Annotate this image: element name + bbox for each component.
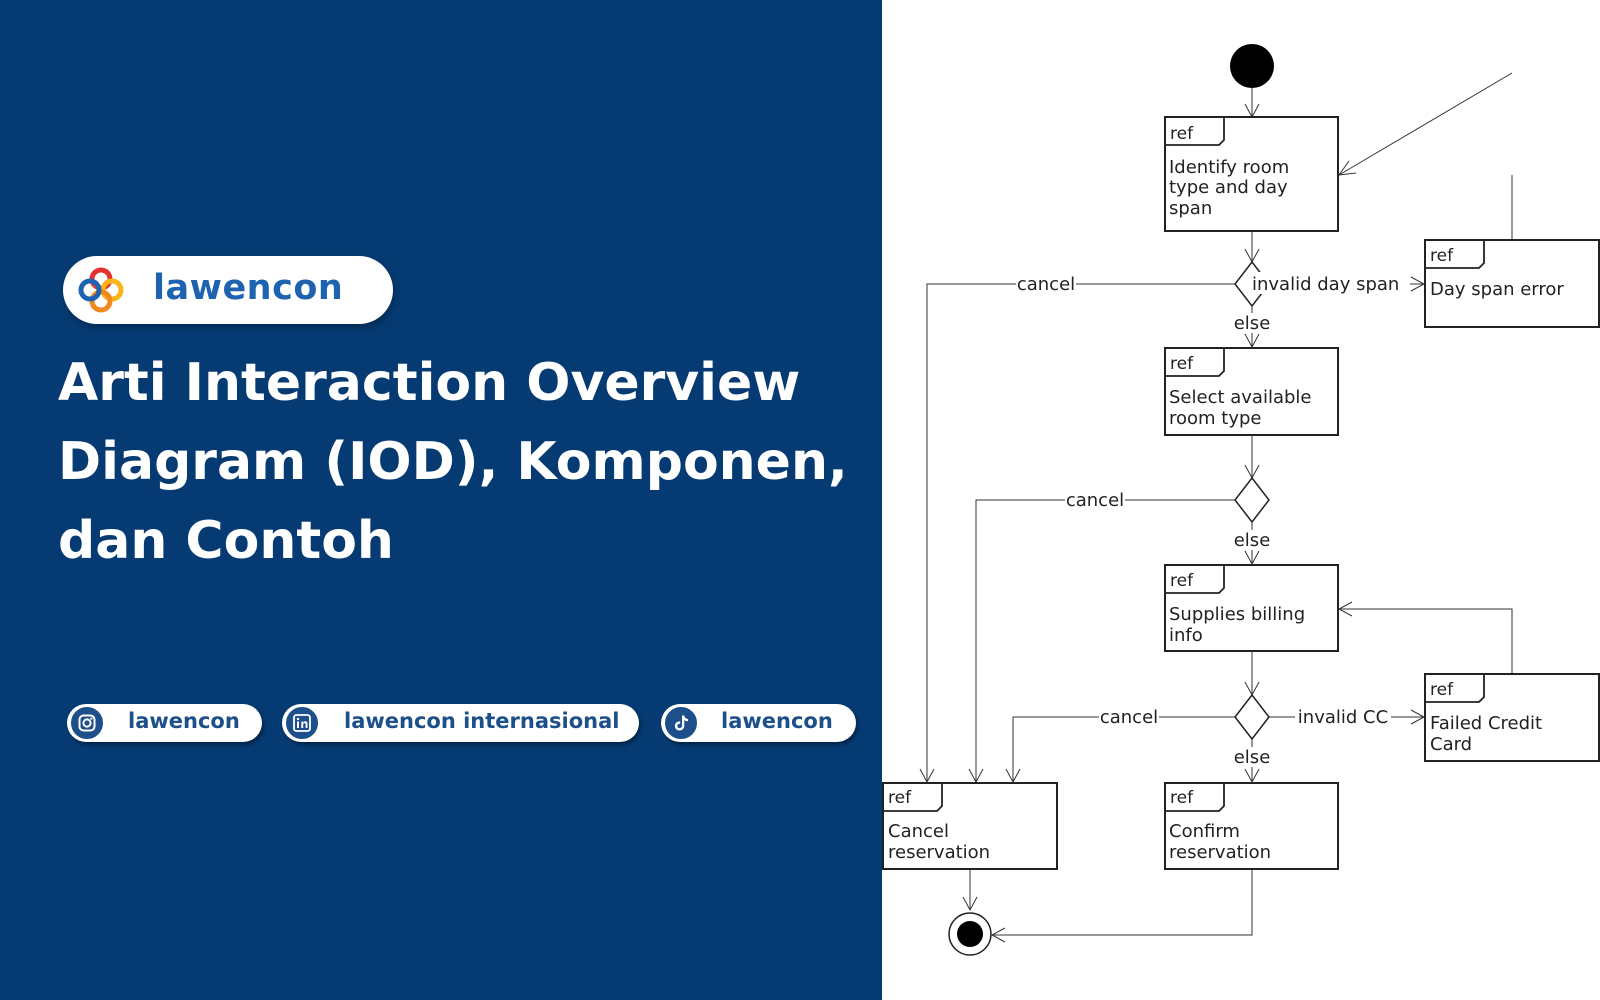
svg-text:ref: ref: [1430, 246, 1454, 266]
title-line: dan Contoh: [58, 511, 394, 571]
svg-text:ref: ref: [1170, 788, 1194, 808]
svg-text:Cancel: Cancel: [888, 821, 949, 842]
guard-label-cancel: cancel: [1100, 707, 1158, 728]
linkedin-link[interactable]: lawencon internasional: [282, 704, 639, 742]
svg-text:reservation: reservation: [888, 842, 990, 863]
guard-label-else: else: [1234, 313, 1271, 334]
title-line: Arti Interaction Overview: [58, 353, 801, 413]
ref-frame-identify-room: ref Identify room type and day span: [1164, 116, 1339, 232]
final-node: [948, 912, 992, 956]
svg-text:info: info: [1169, 625, 1203, 646]
svg-text:ref: ref: [1430, 680, 1454, 700]
page-title: Arti Interaction Overview Diagram (IOD),…: [58, 344, 868, 581]
guard-label-else: else: [1234, 747, 1271, 768]
ref-frame-supplies-billing: ref Supplies billing info: [1164, 564, 1339, 652]
svg-text:ref: ref: [1170, 571, 1194, 591]
tiktok-icon: [663, 705, 699, 741]
svg-text:Confirm: Confirm: [1169, 821, 1240, 842]
svg-text:Supplies billing: Supplies billing: [1169, 604, 1305, 625]
instagram-link[interactable]: lawencon: [67, 704, 262, 742]
ref-frame-cancel-reservation: ref Cancel reservation: [882, 782, 1058, 870]
linkedin-label: lawencon internasional: [344, 709, 620, 733]
decision-node: [1234, 476, 1270, 524]
svg-text:Card: Card: [1430, 734, 1472, 755]
guard-labels: cancel invalid day span else cancel else…: [1016, 272, 1410, 768]
svg-text:type and day: type and day: [1169, 177, 1288, 198]
lawencon-logo-icon: [78, 267, 124, 313]
ref-frame-confirm-reservation: ref Confirm reservation: [1164, 782, 1339, 870]
guard-label-invalid-cc: invalid CC: [1298, 707, 1388, 728]
guard-label-cancel: cancel: [1066, 490, 1124, 511]
svg-text:ref: ref: [1170, 124, 1194, 144]
logo-wordmark: lawencon: [153, 268, 344, 308]
decision-node: [1234, 693, 1270, 741]
ref-frame-select-room-type: ref Select available room type: [1164, 347, 1339, 436]
guard-label-invalid-day-span: invalid day span: [1252, 274, 1399, 295]
svg-text:Identify room: Identify room: [1169, 157, 1289, 178]
svg-text:reservation: reservation: [1169, 842, 1271, 863]
svg-text:Day span error: Day span error: [1430, 279, 1564, 300]
ref-frame-day-span-error: ref Day span error: [1424, 239, 1600, 328]
right-panel: ref Identify room type and day span ref …: [882, 0, 1600, 1000]
guard-label-else: else: [1234, 530, 1271, 551]
tiktok-link[interactable]: lawencon: [661, 704, 856, 742]
title-line: Diagram (IOD), Komponen,: [58, 432, 848, 492]
interaction-overview-diagram: ref Identify room type and day span ref …: [882, 44, 1600, 956]
instagram-icon: [69, 705, 105, 741]
svg-text:Select available: Select available: [1169, 387, 1312, 408]
tiktok-label: lawencon: [721, 709, 833, 733]
diagram-edges: [926, 72, 1513, 936]
left-panel: lawencon Arti Interaction Overview Diagr…: [0, 0, 882, 1000]
ref-frame-failed-credit-card: ref Failed Credit Card: [1424, 673, 1600, 762]
svg-text:room type: room type: [1169, 408, 1262, 429]
svg-text:Failed Credit: Failed Credit: [1430, 713, 1542, 734]
linkedin-icon: [284, 705, 320, 741]
guard-label-cancel: cancel: [1017, 274, 1075, 295]
svg-text:span: span: [1169, 198, 1212, 219]
logo-badge[interactable]: lawencon: [63, 256, 393, 324]
initial-node: [1230, 44, 1274, 88]
svg-text:ref: ref: [888, 788, 912, 808]
svg-text:ref: ref: [1170, 354, 1194, 374]
instagram-label: lawencon: [128, 709, 240, 733]
